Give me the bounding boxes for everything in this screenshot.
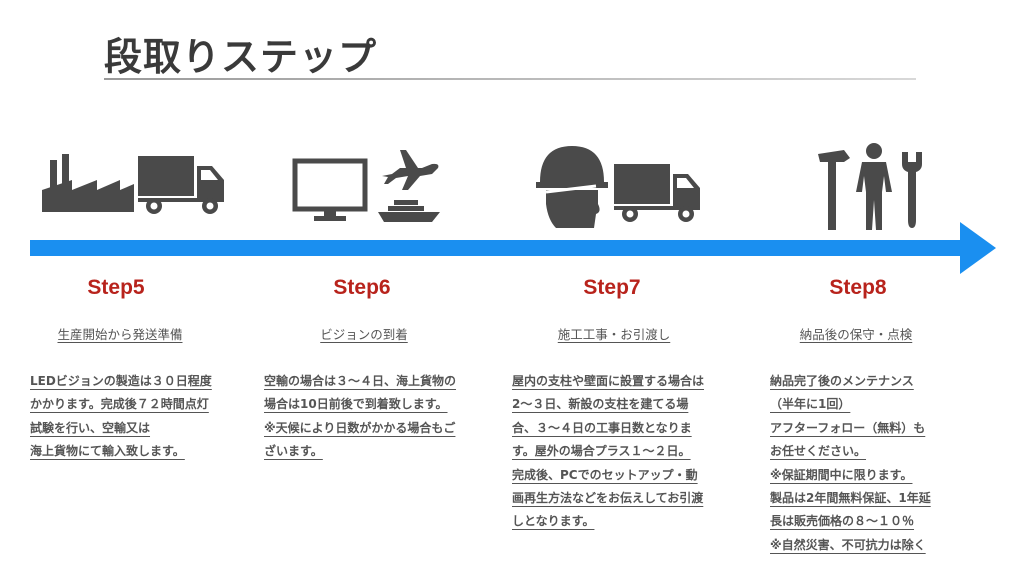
step6-description: 空輸の場合は３〜４日、海上貨物の 場合は10日前後で到着致します。 ※天候により…: [264, 370, 500, 464]
airplane-icon: [380, 146, 442, 196]
hammer-icon: [814, 146, 854, 230]
step7-description: 屋内の支柱や壁面に設置する場合は 2〜３日、新設の支柱を建てる場 合、３〜４日の…: [512, 370, 748, 534]
description-line: お任せください。: [770, 444, 867, 459]
monitor-icon: [292, 158, 368, 222]
description-line: しとなります。: [512, 514, 595, 529]
description-line: 合、３〜４日の工事日数となりま: [512, 420, 692, 435]
description-line: ※保証期間中に限ります。: [770, 467, 913, 482]
description-line: 画再生方法などをお伝えしてお引渡: [512, 491, 704, 506]
step5-title: Step5: [87, 276, 145, 299]
step5-description: LEDビジョンの製造は３０日程度 かかります。完成後７２時間点灯 試験を行い、空…: [30, 370, 266, 464]
step7-title: Step7: [583, 276, 641, 299]
step6-subtitle: ビジョンの到着: [320, 327, 408, 342]
truck-icon: [138, 156, 228, 216]
description-line: かかります。完成後７２時間点灯: [30, 397, 209, 412]
factory-icon: [42, 154, 134, 212]
description-line: 納品完了後のメンテナンス: [770, 374, 914, 388]
description-line: 完成後、PCでのセットアップ・動: [512, 467, 698, 482]
description-line: 空輸の場合は３〜４日、海上貨物の: [264, 374, 457, 388]
worker-icon: [852, 142, 896, 232]
step8-description: 納品完了後のメンテナンス （半年に1回） アフターフォロー（無料）も お任せくだ…: [770, 370, 990, 557]
wrench-icon: [900, 150, 924, 230]
description-line: 製品は2年間無料保証、1年延: [770, 491, 931, 506]
title-underline: [104, 78, 916, 80]
description-line: ※自然災害、不可抗力は除く: [770, 537, 926, 552]
description-line: 屋内の支柱や壁面に設置する場合は: [512, 374, 705, 388]
page-title: 段取りステップ: [104, 35, 378, 79]
step7-subtitle: 施工工事・お引渡し: [557, 327, 671, 342]
step8-title: Step8: [829, 276, 887, 299]
step5-icons: [42, 150, 232, 216]
description-line: 2〜３日、新設の支柱を建てる場: [512, 397, 689, 412]
description-line: 海上貨物にて輸入致します。: [30, 444, 185, 459]
description-line: アフターフォロー（無料）も: [770, 420, 926, 435]
step5-subtitle: 生産開始から発送準備: [57, 327, 183, 342]
step6-title: Step6: [333, 276, 391, 299]
description-line: ざいます。: [264, 444, 323, 459]
hard-hat-worker-icon: [536, 142, 608, 232]
description-line: （半年に1回）: [770, 397, 851, 412]
description-line: 試験を行い、空輸又は: [30, 420, 151, 435]
description-line: 長は販売価格の８〜１０％: [770, 514, 915, 529]
description-line: LEDビジョンの製造は３０日程度: [30, 374, 212, 388]
step8-subtitle: 納品後の保守・点検: [799, 327, 913, 342]
description-line: す。屋外の場合プラス１〜２日。: [512, 444, 691, 459]
truck-icon: [614, 164, 704, 224]
timeline-arrow: [30, 222, 996, 274]
description-line: 場合は10日前後で到着致します。: [264, 397, 448, 412]
ship-icon: [378, 198, 442, 224]
description-line: ※天候により日数がかかる場合もご: [264, 420, 456, 435]
